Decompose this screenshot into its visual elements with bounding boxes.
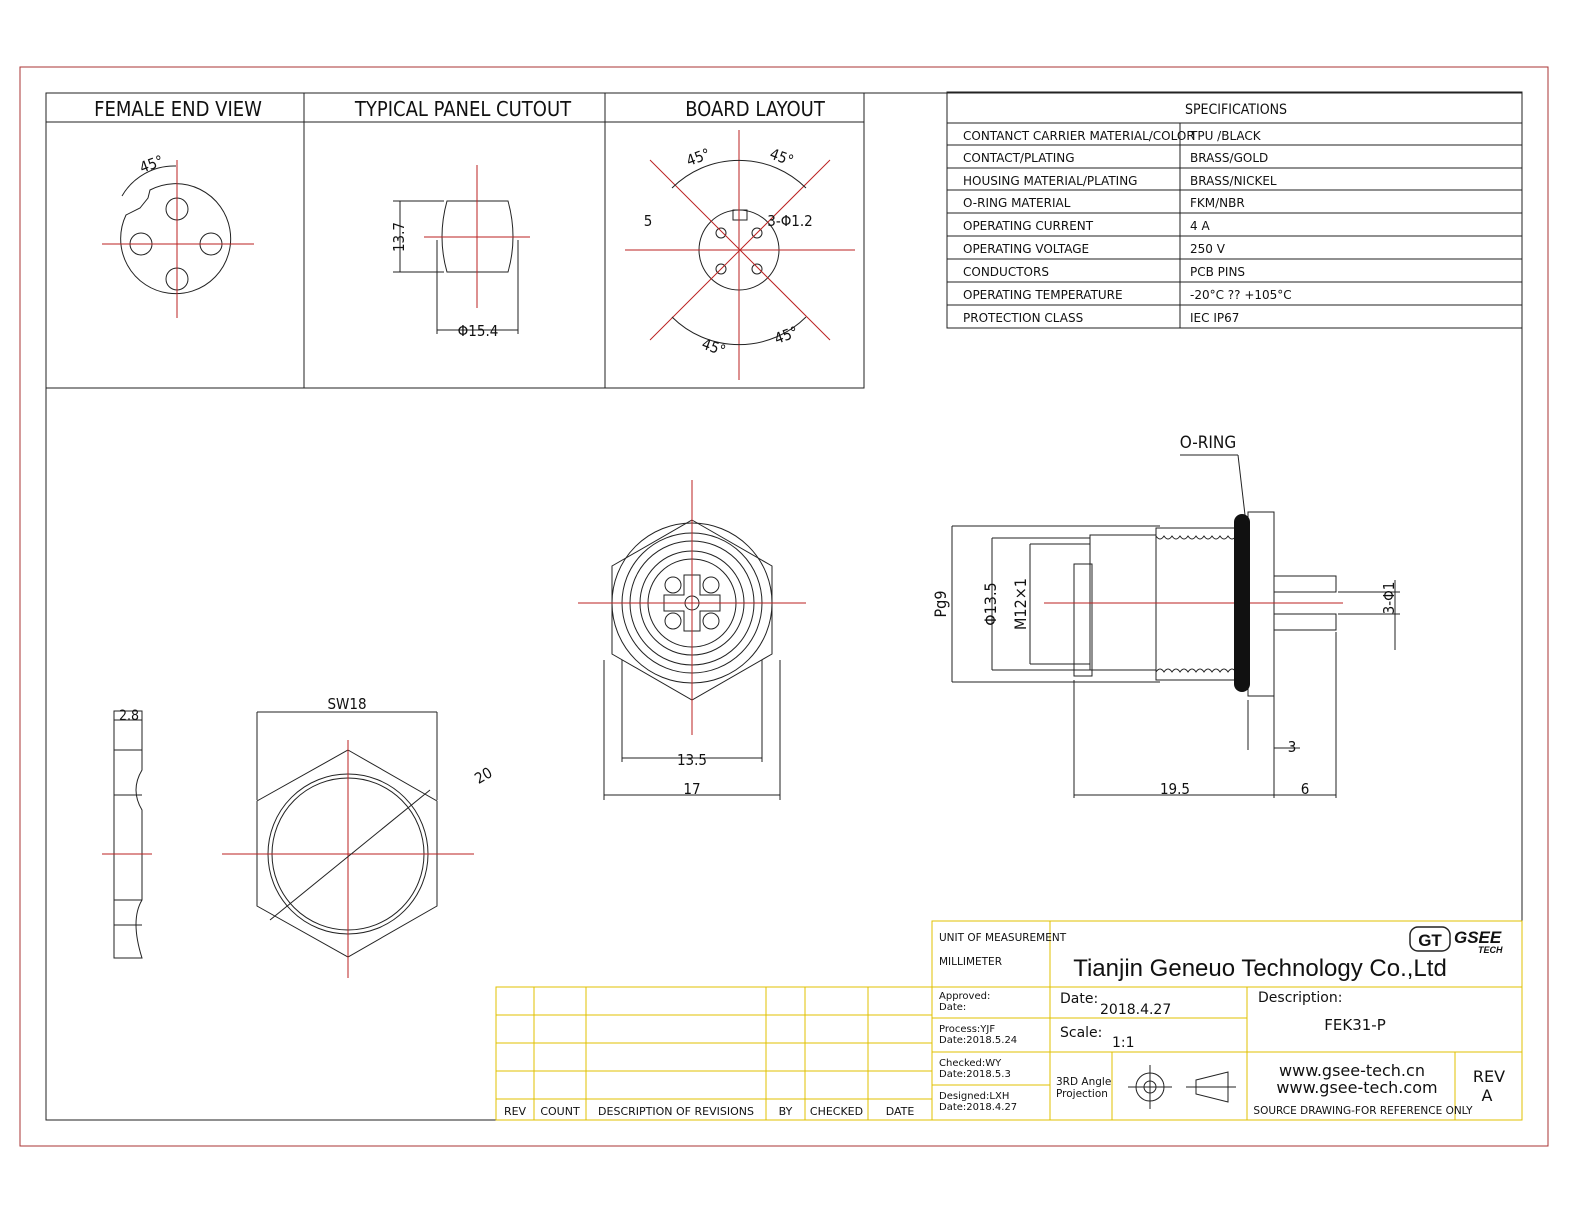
front-outer-dim: 17 — [683, 780, 700, 798]
board-angle-br: 45° — [772, 323, 801, 348]
unit-label: UNIT OF MEASUREMENT — [939, 932, 1067, 944]
front-inner-dim: 13.5 — [677, 751, 707, 769]
revision-headers: REV COUNT DESCRIPTION OF REVISIONS BY CHECKE… — [504, 1105, 914, 1118]
revision-header: CHECKED — [810, 1105, 863, 1118]
specifications-title: SPECIFICATIONS — [1185, 102, 1287, 118]
view-panels — [45, 92, 865, 389]
rev-label: REV — [1473, 1067, 1505, 1086]
date-value: 2018.4.27 — [1100, 1002, 1171, 1018]
cutout-height-label: 13.7 — [390, 222, 408, 252]
spec-label: CONDUCTORS — [963, 265, 1049, 279]
spec-value: 250 V — [1190, 242, 1226, 256]
logo-gsee-text: GSEE — [1454, 928, 1502, 947]
website-com[interactable]: www.gsee-tech.com — [1276, 1078, 1437, 1097]
board-layout-title: BOARD LAYOUT — [685, 97, 826, 121]
female-angle-label: 45° — [137, 152, 166, 177]
oring-graphic — [1234, 514, 1250, 692]
description-label: Description: — [1258, 990, 1342, 1006]
spec-label: OPERATING CURRENT — [963, 219, 1094, 233]
spec-label: PROTECTION CLASS — [963, 311, 1083, 325]
female-end-view-drawing — [102, 160, 254, 318]
spec-value: PCB PINS — [1190, 265, 1245, 279]
female-end-view-title: FEMALE END VIEW — [94, 97, 262, 121]
source-note: SOURCE DRAWING-FOR REFERENCE ONLY — [1253, 1105, 1473, 1117]
nut-diag-label: 20 — [472, 764, 496, 788]
revision-header: DESCRIPTION OF REVISIONS — [598, 1105, 754, 1118]
title-block-grid — [495, 920, 1523, 1121]
spec-label: CONTANCT CARRIER MATERIAL/COLOR — [963, 129, 1195, 143]
specifications-table — [946, 91, 1523, 329]
board-hole-label: 3-Φ1.2 — [767, 212, 813, 230]
projection-line2: Projection — [1056, 1088, 1108, 1100]
revision-header: COUNT — [540, 1105, 580, 1118]
approved-date: Date: — [939, 1002, 966, 1013]
board-angle-tl: 45° — [684, 145, 713, 170]
revision-header: REV — [504, 1105, 527, 1118]
nut-thickness-label: 2.8 — [119, 708, 139, 724]
oring-label: O-RING — [1180, 433, 1236, 453]
projection-line1: 3RD Angle — [1056, 1076, 1111, 1088]
cutout-diameter-label: Φ15.4 — [458, 322, 499, 340]
approved-label: Approved: — [939, 991, 990, 1002]
board-layout-drawing — [625, 130, 855, 380]
website-cn[interactable]: www.gsee-tech.cn — [1279, 1061, 1425, 1080]
scale-label: Scale: — [1060, 1025, 1102, 1041]
connector-front-view — [578, 480, 806, 800]
revision-header: BY — [779, 1105, 793, 1118]
rev-value: A — [1482, 1086, 1493, 1105]
nut-sw-label: SW18 — [327, 695, 366, 713]
spec-label: O-RING MATERIAL — [963, 196, 1071, 210]
spec-label: OPERATING TEMPERATURE — [963, 288, 1123, 302]
revision-header: DATE — [886, 1105, 915, 1118]
panel-cutout-title: TYPICAL PANEL CUTOUT — [354, 97, 572, 121]
checked-date: Date:2018.5.3 — [939, 1069, 1011, 1080]
panel-cutout-drawing — [393, 165, 530, 334]
process-label: Process:YJF — [939, 1024, 995, 1035]
checked-label: Checked:WY — [939, 1058, 1002, 1069]
board-offset-label: 5 — [644, 212, 653, 230]
side-dia-label: Φ13.5 — [981, 582, 1000, 625]
process-date: Date:2018.5.24 — [939, 1035, 1017, 1046]
spec-value: FKM/NBR — [1190, 196, 1245, 210]
designed-date: Date:2018.4.27 — [939, 1102, 1017, 1113]
board-angle-bl: 45° — [699, 335, 728, 360]
side-flange-label: 3 — [1288, 738, 1297, 756]
side-thread-label: M12×1 — [1011, 578, 1030, 630]
logo-tech-text: TECH — [1478, 945, 1503, 955]
spec-value: BRASS/NICKEL — [1190, 174, 1277, 188]
company-name: Tianjin Geneuo Technology Co.,Ltd — [1073, 955, 1447, 982]
spec-label: OPERATING VOLTAGE — [963, 242, 1089, 256]
side-pg-label: Pg9 — [931, 591, 950, 618]
side-length-label: 19.5 — [1160, 780, 1190, 798]
spec-label: CONTACT/PLATING — [963, 151, 1075, 165]
spec-value: TPU /BLACK — [1189, 129, 1262, 143]
spec-value: IEC IP67 — [1190, 311, 1239, 325]
spec-value: 4 A — [1190, 219, 1210, 233]
logo-gt-text: GT — [1418, 931, 1442, 950]
description-value: FEK31-P — [1324, 1016, 1386, 1034]
scale-value: 1:1 — [1112, 1035, 1135, 1051]
unit-value: MILLIMETER — [939, 956, 1002, 968]
side-pinlen-label: 6 — [1301, 780, 1310, 798]
designed-label: Designed:LXH — [939, 1091, 1009, 1102]
sheet-border — [19, 66, 1549, 1147]
company-logo: GT GSEE TECH — [1409, 926, 1503, 955]
spec-label: HOUSING MATERIAL/PLATING — [963, 174, 1137, 188]
date-label: Date: — [1060, 991, 1098, 1007]
connector-side-view — [951, 454, 1400, 798]
nut-side-view — [102, 710, 152, 959]
projection-symbol — [1128, 1065, 1236, 1109]
side-pins-label: 3-Φ1 — [1380, 582, 1398, 615]
spec-value: BRASS/GOLD — [1190, 151, 1268, 165]
nut-front-view — [222, 711, 474, 978]
spec-value: -20°C ?? +105°C — [1190, 288, 1292, 302]
